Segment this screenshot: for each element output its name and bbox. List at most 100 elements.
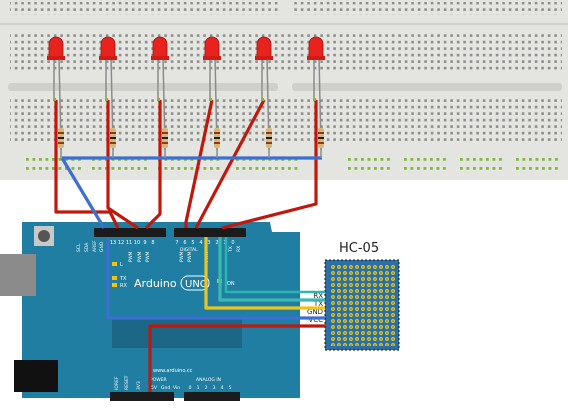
module-pin-rx: RX <box>313 292 323 300</box>
rail-hole <box>486 158 489 161</box>
module-pin-gnd: GND <box>307 308 323 316</box>
pin-number: 11 <box>126 240 132 246</box>
module-pads <box>331 264 397 346</box>
power-pin-label: 3V3 <box>136 381 142 390</box>
rail-hole <box>118 167 121 170</box>
rail-hole <box>348 167 351 170</box>
rail-hole <box>479 158 483 161</box>
led-2 <box>100 36 116 59</box>
rail-hole <box>78 167 81 170</box>
arduino-pcb <box>22 222 300 398</box>
hole-marker <box>105 98 108 101</box>
rail-hole <box>535 167 539 170</box>
pwm-label: PWM <box>179 251 184 262</box>
power-header <box>110 392 174 401</box>
wire-tx <box>204 237 325 310</box>
rail-hole <box>404 158 407 161</box>
rail-hole <box>210 167 213 170</box>
resistor-band <box>110 137 116 139</box>
l-label: L <box>120 262 123 268</box>
rail-hole <box>26 158 29 161</box>
rail-hole <box>387 167 390 170</box>
wire-gnd-module <box>106 237 325 320</box>
vin-label: Vin <box>173 385 180 391</box>
hole-marker <box>209 98 212 101</box>
center-channel-right <box>292 83 562 91</box>
analog-header <box>184 392 240 401</box>
analog-label: ANALOG IN <box>196 377 221 383</box>
rail-hole <box>45 167 49 170</box>
serial-label: TX <box>228 246 234 253</box>
resistor-band <box>214 132 220 134</box>
rail-hole <box>92 167 95 170</box>
led-rim <box>47 56 65 60</box>
analog-number: 3 <box>213 385 216 391</box>
digital-header-right <box>174 228 246 237</box>
rail-hole <box>216 167 220 170</box>
reset-button-cap[interactable] <box>38 230 50 242</box>
rail-hole <box>548 167 552 170</box>
rail-hole <box>380 158 384 161</box>
rail-hole <box>32 167 36 170</box>
pin-number: 3 <box>207 240 210 246</box>
rail-hole <box>262 167 265 170</box>
rail-hole <box>361 167 364 170</box>
resistor-band <box>162 142 168 144</box>
rail-hole <box>275 167 278 170</box>
rail-hole <box>492 167 496 170</box>
led-assembly-5 <box>255 36 273 158</box>
rail-hole <box>466 158 470 161</box>
rail-hole <box>111 167 115 170</box>
pin-number: 7 <box>175 240 178 246</box>
rail-hole <box>45 158 49 161</box>
resistor-band <box>58 142 64 144</box>
rail-hole <box>131 167 134 170</box>
rail-hole <box>268 167 272 170</box>
center-channel-left <box>8 83 278 91</box>
rail-hole <box>499 158 502 161</box>
resistor-band <box>110 132 116 134</box>
analog-number: 2 <box>205 385 208 391</box>
wire-led4 <box>184 99 214 228</box>
rail-hole <box>542 158 545 161</box>
v5-label: 5V <box>151 385 158 391</box>
pwm-label: PWM <box>137 251 142 262</box>
rail-hole <box>542 167 545 170</box>
upper-terminal-block <box>10 33 562 73</box>
header-label: SCL <box>76 243 82 252</box>
wire-serial-extra <box>224 237 325 294</box>
analog-number: 1 <box>197 385 200 391</box>
rail-hole <box>39 158 42 161</box>
rail-hole <box>242 167 246 170</box>
resistor-band <box>266 132 272 134</box>
pin-number: 10 <box>134 240 140 246</box>
rail-hole <box>417 158 420 161</box>
rail-hole <box>367 167 371 170</box>
tx-led <box>112 276 117 280</box>
resistor-band <box>318 137 324 139</box>
resistor-band <box>58 132 64 134</box>
led-6 <box>308 36 324 59</box>
pin-number: 13 <box>110 240 116 246</box>
resistor-band <box>266 137 272 139</box>
rx-label: RX <box>120 283 127 289</box>
board-model: UNO <box>185 279 208 290</box>
rail-hole <box>124 167 128 170</box>
pwm-label: PWM <box>187 251 192 262</box>
led-assembly-2 <box>99 36 117 158</box>
breadboard <box>0 0 568 180</box>
rail-hole <box>436 158 440 161</box>
header-label: GND <box>99 241 105 252</box>
resistor-band <box>214 137 220 139</box>
components <box>47 36 325 158</box>
rail-hole <box>361 158 364 161</box>
rail-hole <box>374 167 377 170</box>
rail-hole <box>367 158 371 161</box>
wire-rx <box>218 237 325 302</box>
uno-badge <box>180 275 210 291</box>
led-3 <box>152 36 168 59</box>
rail-hole <box>466 167 470 170</box>
